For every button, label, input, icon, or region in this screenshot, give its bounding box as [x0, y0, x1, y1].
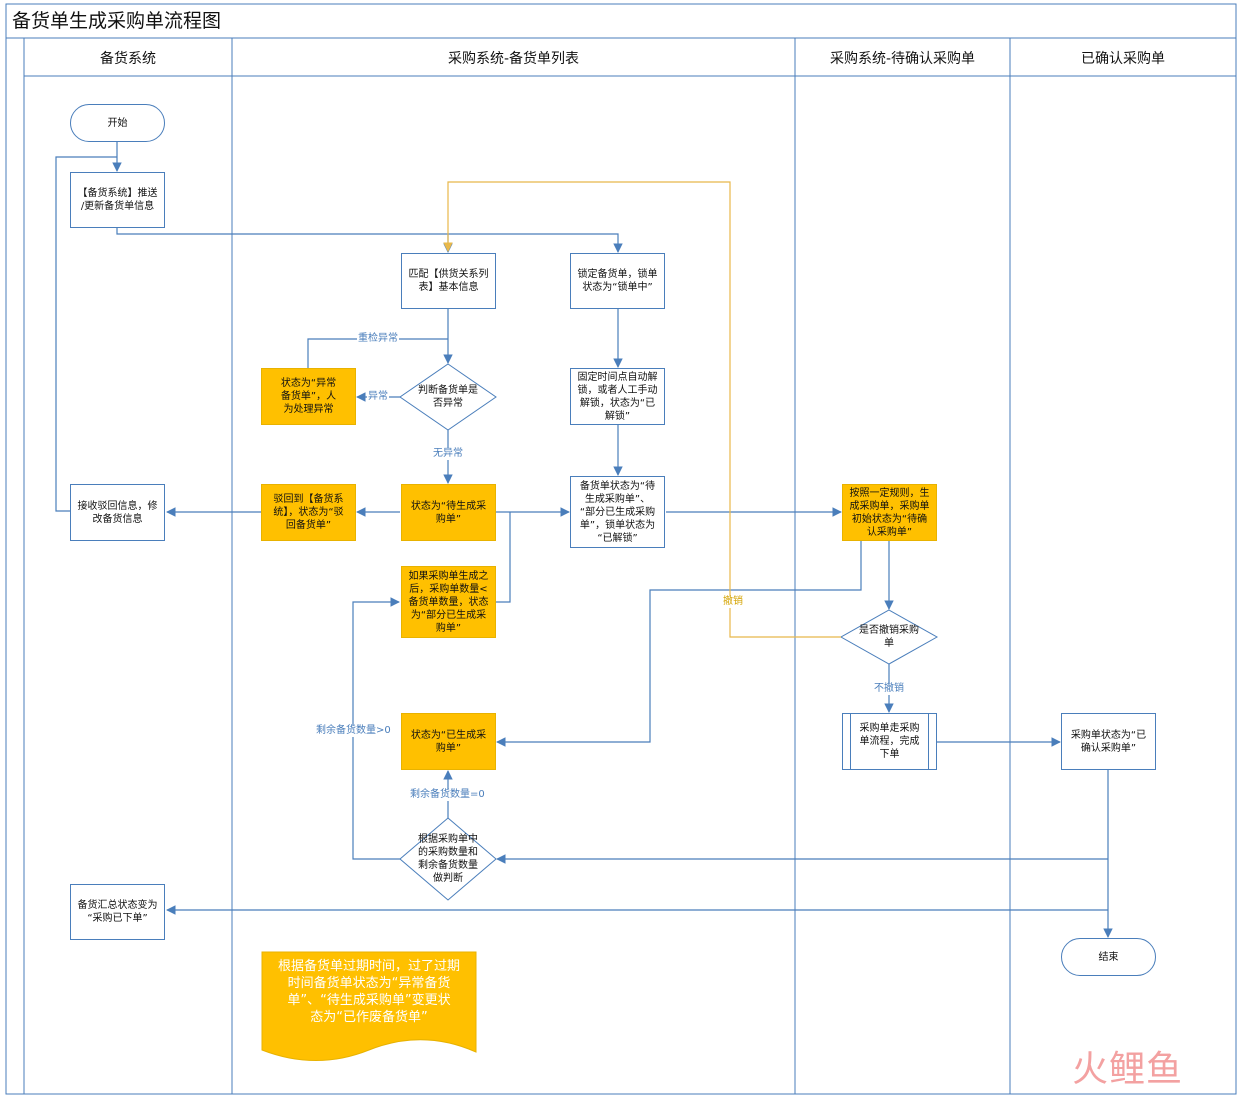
- note-shape: [261, 951, 477, 1061]
- lock-node: 锁定备货单，锁单 状态为“锁单中”: [570, 253, 665, 309]
- match-node: 匹配【供货关系列 表】基本信息: [401, 253, 496, 309]
- unlock-node: 固定时间点自动解 锁，或者人工手动 解锁，状态为“已 解锁”: [570, 368, 665, 425]
- generate-po-node: 按照一定规则，生 成采购单，采购单 初始状态为“待确 认采购单”: [842, 484, 937, 541]
- edge-push-lock: [448, 233, 623, 253]
- edge-recheck: [307, 338, 448, 368]
- edge-label-recheck: 重检异常: [357, 333, 399, 345]
- confirmed-node: 采购单状态为“已 确认采购单”: [1061, 713, 1156, 770]
- end-node: 结束: [1061, 938, 1156, 976]
- judge-qty-diamond: [399, 817, 497, 901]
- diagram-title: 备货单生成采购单流程图: [12, 10, 222, 32]
- edge-partial-summary: [496, 512, 511, 603]
- edge-label-not-cancel: 不撤销: [873, 683, 905, 695]
- judge-qty-node: 根据采购单中 的采购数量和 剩余备货数量 做判断: [418, 834, 478, 884]
- edge-label-normal: 无异常: [432, 448, 464, 460]
- edge-push-match: [116, 228, 453, 253]
- partial-node: 如果采购单生成之 后，采购单数量< 备货单数量，状态 为“部分已生成采 购单”: [401, 566, 496, 638]
- edge-label-remaining-gt0: 剩余备货数量>0: [315, 725, 392, 737]
- lane-header-confirmed-po: 已确认采购单: [1081, 51, 1165, 67]
- push-node: 【备货系统】推送 /更新备货单信息: [70, 172, 165, 228]
- po-flow-node: 采购单走采购 单流程，完成 下单: [842, 713, 937, 770]
- edge-generate-generated: [496, 541, 862, 747]
- abnormal-node: 状态为“异常 备货单”，人 为处理异常: [261, 368, 356, 425]
- connectors: [55, 142, 1113, 938]
- decision-shapes: [399, 363, 939, 901]
- reject-node: 驳回到【备货系 统】，状态为“驳 回备货单”: [261, 484, 356, 541]
- edge-label-abnormal: 异常: [367, 391, 389, 403]
- lane-header-pending-po: 采购系统-待确认采购单: [829, 51, 976, 67]
- judge-abnormal-node: 判断备货单是 否异常: [418, 385, 478, 409]
- judge-cancel-node: 是否撤销采购 单: [859, 625, 919, 649]
- receive-reject-node: 接收驳回信息，修 改备货信息: [70, 484, 165, 541]
- edge-label-cancel: 撤销: [722, 596, 744, 608]
- lane-header-purchase-list: 采购系统-备货单列表: [447, 51, 580, 67]
- edge-label-remaining-eq0: 剩余备货数量=0: [409, 789, 486, 801]
- start-node: 开始: [70, 104, 165, 142]
- status-summary-node: 备货单状态为“待 生成采购单”、 “部分已生成采购 单”，锁单状态为 “已解锁”: [570, 476, 665, 548]
- pending-node: 状态为“待生成采 购单”: [401, 484, 496, 541]
- watermark-logo: 火鲤鱼: [1072, 1049, 1184, 1090]
- generated-node: 状态为“已生成采 购单”: [401, 713, 496, 770]
- edge-cancel: [443, 181, 841, 638]
- ordered-node: 备货汇总状态变为 “采购已下单”: [70, 884, 165, 940]
- lane-header-stock-system: 备货系统: [100, 51, 156, 67]
- swimlane-frame: [5, 3, 1237, 1095]
- expiry-note: 根据备货单过期时间，过了过期 时间备货单状态为“异常备货 单”、“待生成采购单”…: [277, 959, 460, 1025]
- edge-receive-back: [55, 156, 117, 512]
